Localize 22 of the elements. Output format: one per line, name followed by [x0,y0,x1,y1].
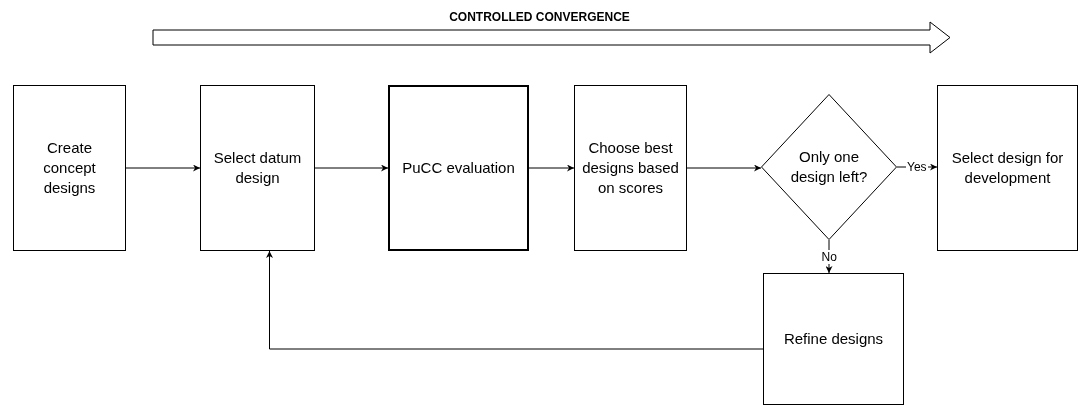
process-box [388,85,529,251]
decision-diamond [761,94,897,240]
process-box [763,273,904,405]
edge-label: No [820,249,838,264]
node-text: PuCC evaluation [402,158,515,178]
arrow [266,250,764,350]
process-box [13,85,126,251]
arrow [125,164,201,172]
arrow [314,164,389,172]
process-box [200,85,315,251]
node-text: Only one design left? [789,147,869,187]
node-text: Choose best designs based on scores [582,138,679,198]
edge-label: Yes [906,160,928,174]
arrow [528,164,575,172]
node-text: Create concept designs [42,138,97,198]
node-text: Select datum design [212,148,303,188]
heading-label: CONTROLLED CONVERGENCE [449,10,630,24]
node-text: Select design for development [950,148,1065,188]
process-box [937,85,1078,251]
node-text: Refine designs [783,329,884,349]
process-box [574,85,687,251]
arrow [686,164,762,172]
